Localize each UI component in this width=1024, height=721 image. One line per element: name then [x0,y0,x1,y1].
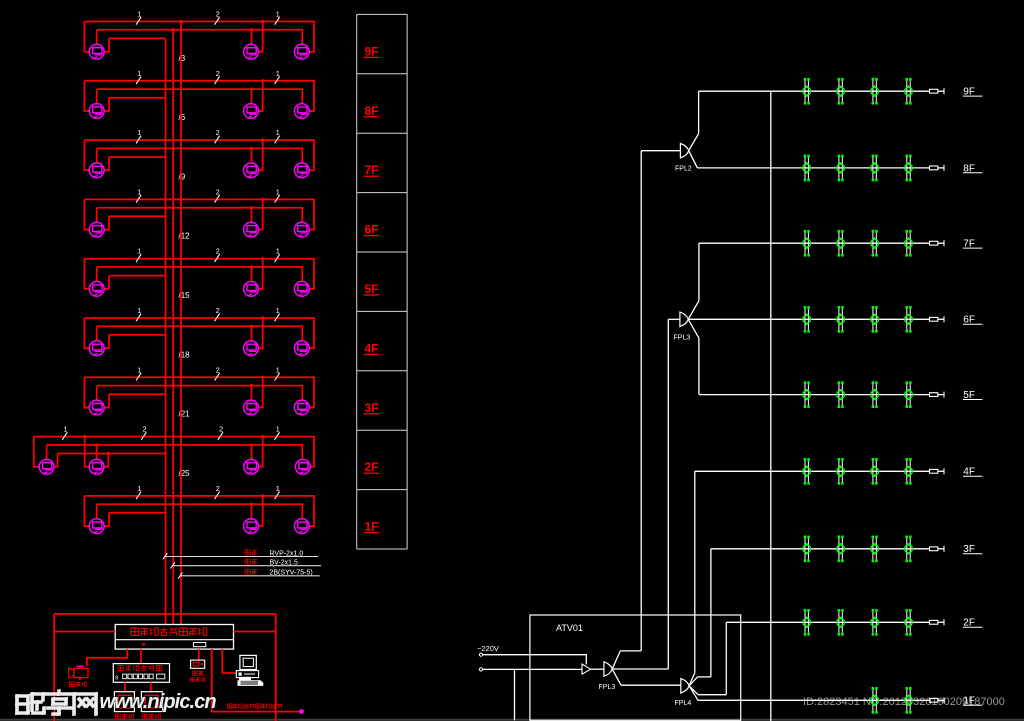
svg-text:ATV01: ATV01 [556,623,583,633]
svg-text:9F: 9F [364,44,378,58]
svg-text:FPL3: FPL3 [674,335,691,342]
svg-text:1: 1 [276,247,280,256]
svg-text:2: 2 [216,69,220,78]
svg-text:~220V: ~220V [477,644,499,653]
svg-text:/18: /18 [179,350,191,359]
svg-text:/3: /3 [179,54,186,63]
svg-text:1: 1 [137,247,141,256]
svg-text:www.nipic.cn: www.nipic.cn [100,691,217,713]
svg-text:8F: 8F [364,104,378,118]
svg-text:1: 1 [276,69,280,78]
svg-text:FPL3: FPL3 [599,684,616,691]
svg-text:8: 8 [115,675,118,681]
svg-text:1: 1 [137,306,141,315]
svg-text:2: 2 [216,247,220,256]
svg-text:7F: 7F [364,163,378,177]
svg-text:1: 1 [137,187,141,196]
svg-text:/15: /15 [179,291,191,300]
svg-text:2: 2 [216,187,220,196]
svg-text:8F: 8F [963,163,975,174]
svg-text:6F: 6F [364,223,378,237]
svg-text:1F: 1F [963,696,975,707]
svg-text:1: 1 [276,10,280,19]
svg-text:2: 2 [143,425,147,434]
svg-text:FPL4: FPL4 [675,700,692,707]
svg-text:7F: 7F [963,239,975,250]
svg-text:1: 1 [137,484,141,493]
svg-text:1: 1 [276,128,280,137]
svg-text:2: 2 [216,365,220,374]
svg-text:1: 1 [137,10,141,19]
svg-text:2: 2 [216,10,220,19]
svg-text:/21: /21 [179,410,191,419]
svg-text:4F: 4F [364,341,378,355]
svg-text:FPL2: FPL2 [675,166,692,173]
svg-text:/9: /9 [179,172,186,181]
svg-text:1F: 1F [364,520,378,534]
svg-text:6F: 6F [963,315,975,326]
svg-text:5F: 5F [364,282,378,296]
svg-text:/6: /6 [179,113,186,122]
svg-text:2F: 2F [963,618,975,629]
svg-text:1: 1 [276,187,280,196]
svg-text:3F: 3F [364,401,378,415]
svg-text:1: 1 [137,128,141,137]
svg-text:1: 1 [276,306,280,315]
svg-text:RVP-2x1.0: RVP-2x1.0 [270,550,304,557]
svg-text:1: 1 [276,484,280,493]
svg-text:1: 1 [276,425,280,434]
svg-text:BV-2x1.5: BV-2x1.5 [270,560,299,567]
svg-text:9F: 9F [963,87,975,98]
svg-text:2B(SYV-75-5): 2B(SYV-75-5) [270,570,313,577]
svg-text:2: 2 [216,306,220,315]
svg-text:4F: 4F [963,467,975,478]
svg-text:5F: 5F [963,390,975,401]
svg-text:/25: /25 [179,469,191,478]
svg-text:ID:2823451 NO:2012032019020918: ID:2823451 NO:20120320190209187000 [803,696,1005,708]
svg-text:1: 1 [137,365,141,374]
svg-text:1: 1 [276,365,280,374]
svg-text:2: 2 [216,128,220,137]
svg-text:/12: /12 [179,232,191,241]
svg-text:2: 2 [219,425,223,434]
svg-text:1: 1 [64,425,68,434]
svg-text:3F: 3F [963,544,975,555]
svg-text:1: 1 [137,69,141,78]
svg-text:2F: 2F [364,460,378,474]
svg-text:2: 2 [216,484,220,493]
